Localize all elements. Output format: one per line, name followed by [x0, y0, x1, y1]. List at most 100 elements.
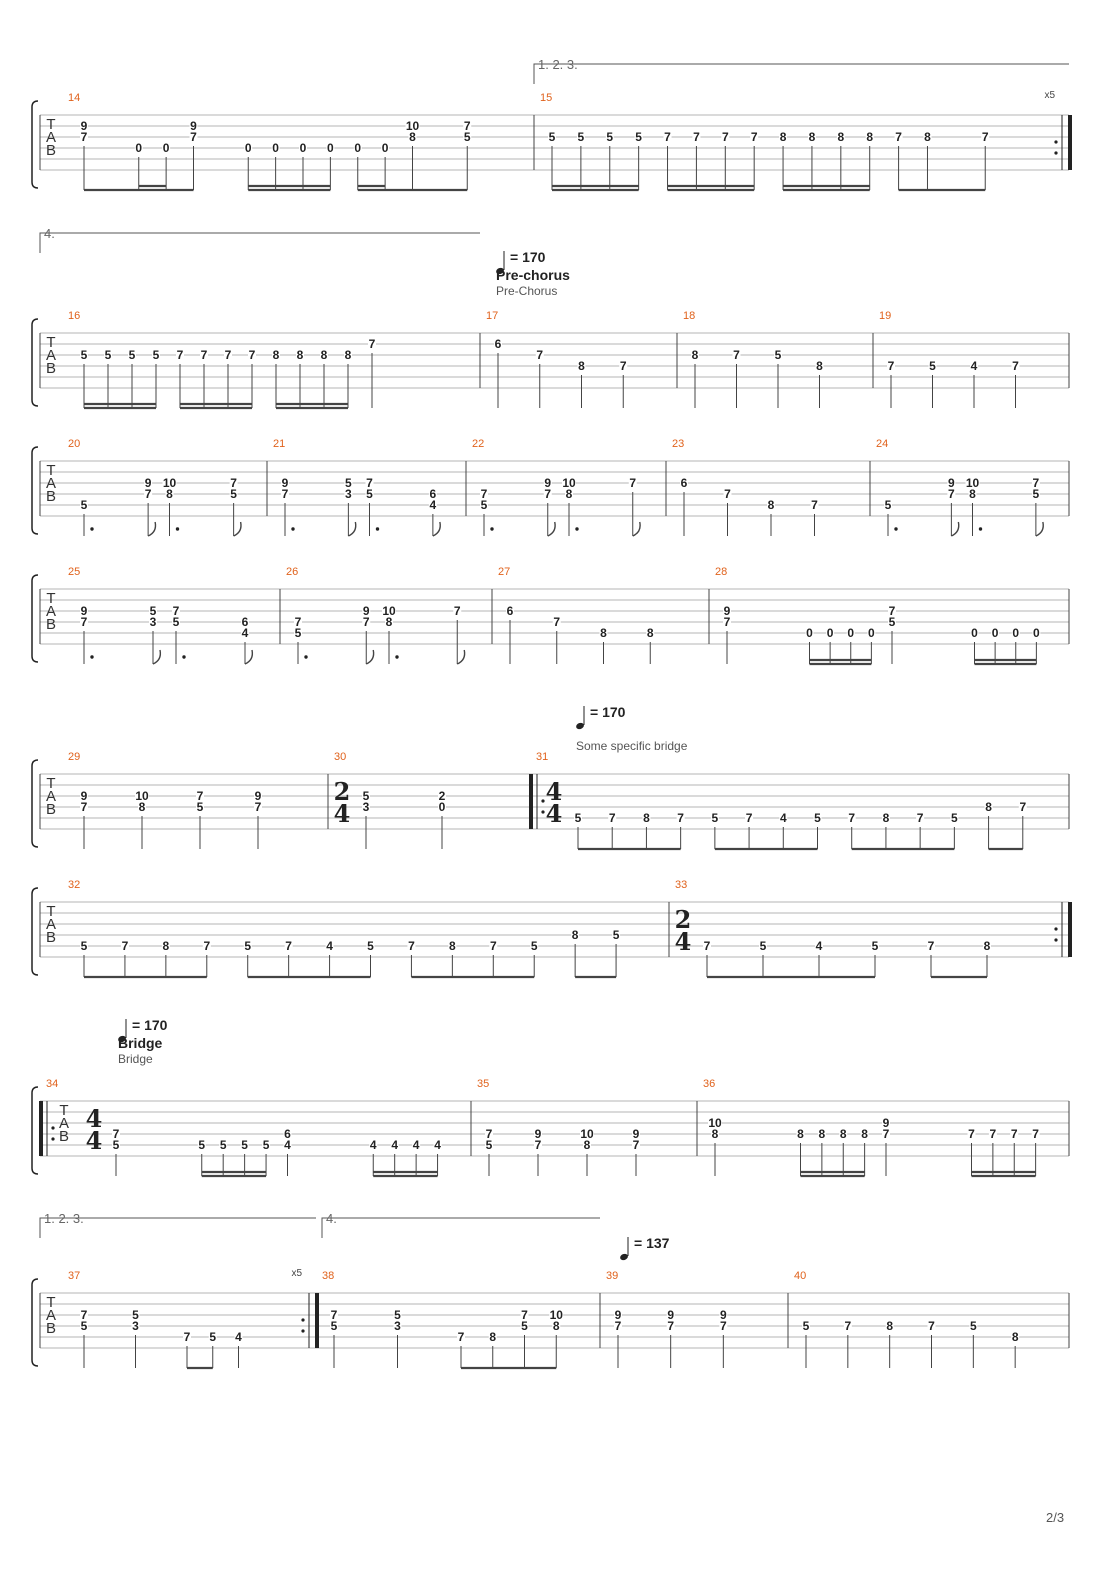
fret-backdrop [1031, 1128, 1040, 1139]
fret-backdrop [202, 940, 211, 951]
tempo-value: = 170 [590, 704, 626, 720]
tab-note: 4 [369, 1138, 378, 1176]
fret-number: 5 [575, 811, 582, 825]
tab-clef-letter: T [46, 590, 55, 607]
fret-backdrop [774, 349, 782, 360]
tab-clef-letter: B [46, 142, 56, 159]
volta-label: 4. [44, 226, 55, 241]
fret-number: 8 [985, 800, 992, 814]
section-name: Pre-chorus [496, 267, 570, 283]
fret-backdrop [176, 349, 184, 360]
fret-backdrop [80, 131, 88, 142]
measure-number: 14 [68, 92, 80, 104]
tab-note: 7 [745, 811, 754, 849]
fret-number: 5 [814, 811, 821, 825]
fret-number: 3 [345, 487, 352, 501]
fret-backdrop [369, 1139, 378, 1150]
fret-number: 9 [883, 1116, 890, 1130]
fret-backdrop [381, 142, 390, 153]
tab-note: 75 [172, 604, 186, 664]
fret-number: 7 [990, 1127, 997, 1141]
fret-backdrop [365, 477, 374, 488]
fret-number: 7 [811, 498, 818, 512]
tab-note: 8 [448, 939, 457, 977]
tab-note: 8 [642, 811, 651, 849]
system-brace [31, 574, 39, 663]
fret-number: 5 [198, 1138, 205, 1152]
tab-clef-letter: A [46, 916, 56, 933]
tab-note: 0 [134, 141, 143, 190]
fret-number: 7 [197, 789, 204, 803]
fret-number: 6 [495, 337, 502, 351]
repeat-dot [541, 799, 545, 803]
tab-note: 64 [283, 1127, 292, 1176]
fret-number: 5 [345, 476, 352, 490]
fret-number: 7 [486, 1127, 493, 1141]
tab-note: 8 [885, 1319, 894, 1368]
fret-backdrop [284, 940, 293, 951]
fret-number: 8 [866, 130, 873, 144]
fret-number: 7 [285, 939, 292, 953]
fret-backdrop [393, 1309, 402, 1320]
fret-backdrop [642, 812, 651, 823]
measure-number: 28 [715, 566, 727, 578]
tab-note: 4 [970, 359, 978, 408]
fret-number: 4 [434, 1138, 441, 1152]
tab-note: 5 [219, 1138, 228, 1176]
fret-number: 4 [326, 939, 333, 953]
tab-note: 5 [243, 939, 252, 977]
fret-number: 5 [531, 939, 538, 953]
fret-number: 8 [768, 498, 775, 512]
tab-note: 6 [506, 604, 514, 664]
measure-number: 30 [334, 751, 346, 763]
measure-number: 38 [322, 1270, 334, 1282]
fret-backdrop [928, 360, 937, 371]
tab-note: 0 [1032, 626, 1041, 664]
fret-backdrop [196, 801, 204, 812]
fret-number: 7 [282, 487, 289, 501]
tab-note: 7 [202, 939, 211, 977]
tab-clef-letter: A [59, 1115, 69, 1132]
fret-backdrop [281, 488, 289, 499]
dot [490, 527, 494, 531]
fret-number: 9 [948, 476, 955, 490]
fret-backdrop [162, 477, 177, 488]
tab-note: 5 [152, 348, 160, 408]
fret-backdrop [535, 349, 544, 360]
tab-note: 75 [480, 487, 494, 536]
tab-note: 97 [534, 1127, 542, 1176]
tab-note: 7 [1018, 800, 1027, 849]
dot [395, 655, 399, 659]
system-brace [31, 318, 39, 407]
fret-backdrop [983, 940, 991, 951]
fret-backdrop [234, 1331, 243, 1342]
fret-number: 8 [837, 130, 844, 144]
flag [632, 521, 641, 537]
tab-note: 7 [407, 939, 416, 977]
fret-number: 5 [872, 939, 879, 953]
fret-backdrop [248, 349, 256, 360]
fret-backdrop [577, 360, 586, 371]
flag [233, 521, 242, 537]
fret-number: 7 [693, 130, 700, 144]
tab-note: 20 [438, 789, 446, 849]
fret-number: 9 [363, 604, 370, 618]
tab-note: 4 [412, 1138, 421, 1176]
fret-backdrop [723, 488, 732, 499]
fret-backdrop [149, 616, 157, 627]
tab-note: 97 [614, 1308, 622, 1368]
fret-number: 5 [613, 928, 620, 942]
fret-number: 7 [201, 348, 208, 362]
fret-number: 5 [81, 1319, 88, 1333]
fret-number: 8 [345, 348, 352, 362]
fret-backdrop [353, 142, 362, 153]
tab-note: 5 [634, 130, 643, 190]
fret-backdrop [112, 1139, 120, 1150]
tab-note: 4 [779, 811, 788, 849]
fret-backdrop [494, 338, 502, 349]
fret-backdrop [80, 1309, 88, 1320]
